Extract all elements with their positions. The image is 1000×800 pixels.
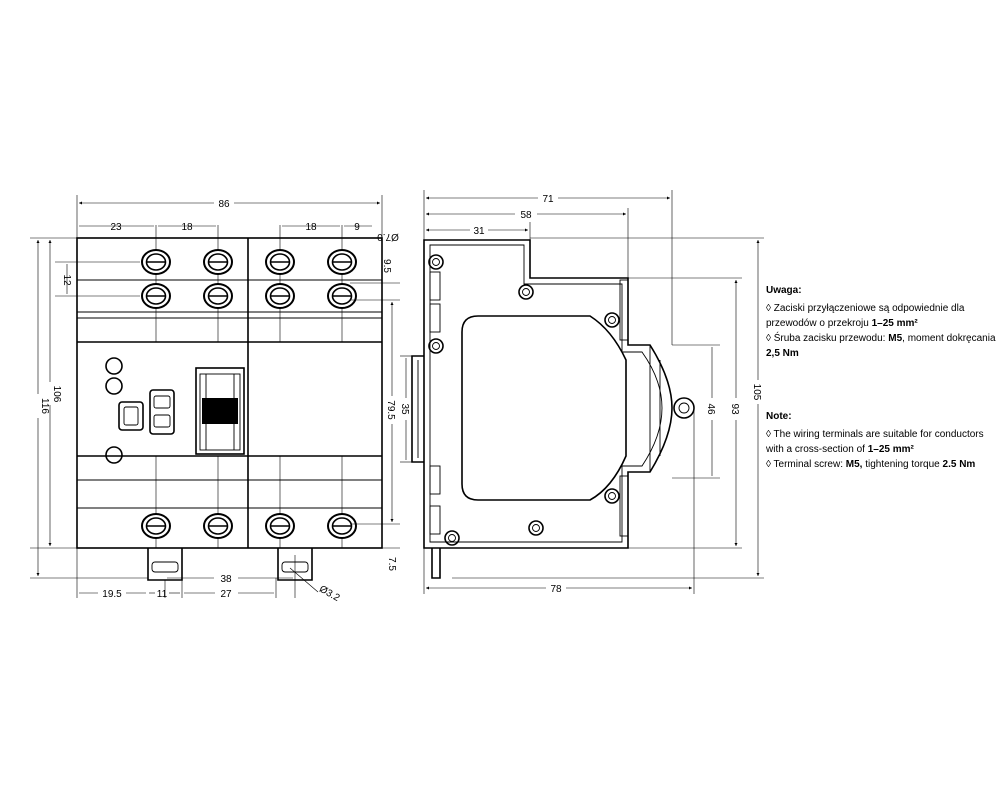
dim-depth-front: 31 bbox=[473, 226, 485, 237]
notes-en-title: Note: bbox=[766, 411, 792, 422]
dim-bottom-mid: 11 bbox=[157, 589, 168, 600]
dim-left-pitch: 18 bbox=[181, 222, 193, 233]
dim-front-face: 46 bbox=[705, 403, 716, 415]
indicator-circle bbox=[105, 377, 123, 395]
dim-row-offset: 9.5 bbox=[381, 259, 392, 273]
toggle-lever bbox=[195, 367, 245, 455]
front-view: 86 23 18 18 9 Ø7.0 12 106 116 9.5 79.5 bbox=[30, 195, 400, 604]
dim-depth: 71 bbox=[542, 194, 554, 205]
din-clip bbox=[147, 548, 183, 581]
notes-pl-line2: ◊ Śruba zacisku przewodu: M5, moment dok… bbox=[766, 333, 996, 359]
front-body-outline bbox=[76, 237, 383, 549]
dim-right-edge: 9 bbox=[354, 222, 360, 233]
dim-height: 105 bbox=[751, 384, 762, 401]
notes-polish: Uwaga: ◊ Zaciski przyłączeniowe są odpow… bbox=[766, 283, 1000, 361]
dim-bottom-offset: 7.5 bbox=[386, 557, 397, 571]
notes-english: Note: ◊ The wiring terminals are suitabl… bbox=[766, 409, 1000, 472]
dim-width: 86 bbox=[218, 199, 230, 210]
side-knob bbox=[673, 397, 695, 419]
indicator-circle bbox=[105, 357, 123, 375]
dim-bottom-right: 27 bbox=[220, 589, 232, 600]
dim-right-pitch: 18 bbox=[305, 222, 317, 233]
dim-height-total: 116 bbox=[39, 398, 50, 414]
notes-pl-title: Uwaga: bbox=[766, 285, 802, 296]
terminal-screws-bottom bbox=[141, 513, 357, 539]
dim-depth-mid: 58 bbox=[520, 210, 532, 221]
dim-rail: 35 bbox=[399, 403, 410, 415]
test-button bbox=[118, 401, 144, 431]
terminal-screws-top bbox=[141, 249, 357, 309]
indicator-circle bbox=[105, 446, 123, 464]
dim-bottom-left: 19.5 bbox=[102, 589, 122, 600]
dim-row-spacing: 12 bbox=[61, 274, 72, 286]
status-window bbox=[149, 389, 175, 435]
side-view: 71 58 31 35 46 93 105 78 bbox=[399, 190, 764, 595]
dim-body: 93 bbox=[729, 403, 740, 415]
dim-mount-spacing: 38 bbox=[220, 574, 232, 585]
dim-total-depth: 78 bbox=[550, 584, 562, 595]
dim-hole: Ø3.2 bbox=[317, 584, 342, 605]
dim-chamfer: Ø7.0 bbox=[377, 231, 399, 242]
dim-left-offset: 23 bbox=[110, 222, 122, 233]
notes-panel: Uwaga: ◊ Zaciski przyłączeniowe są odpow… bbox=[766, 283, 1000, 472]
notes-en-line1: ◊ The wiring terminals are suitable for … bbox=[766, 429, 984, 455]
notes-en-line2: ◊ Terminal screw: M5, tightening torque … bbox=[766, 459, 976, 470]
notes-pl-line1: ◊ Zaciski przyłączeniowe są odpowiednie … bbox=[766, 303, 965, 329]
dim-height-inner: 106 bbox=[51, 386, 62, 403]
dim-mount-height: 79.5 bbox=[385, 400, 396, 420]
side-inner-window bbox=[461, 315, 627, 501]
